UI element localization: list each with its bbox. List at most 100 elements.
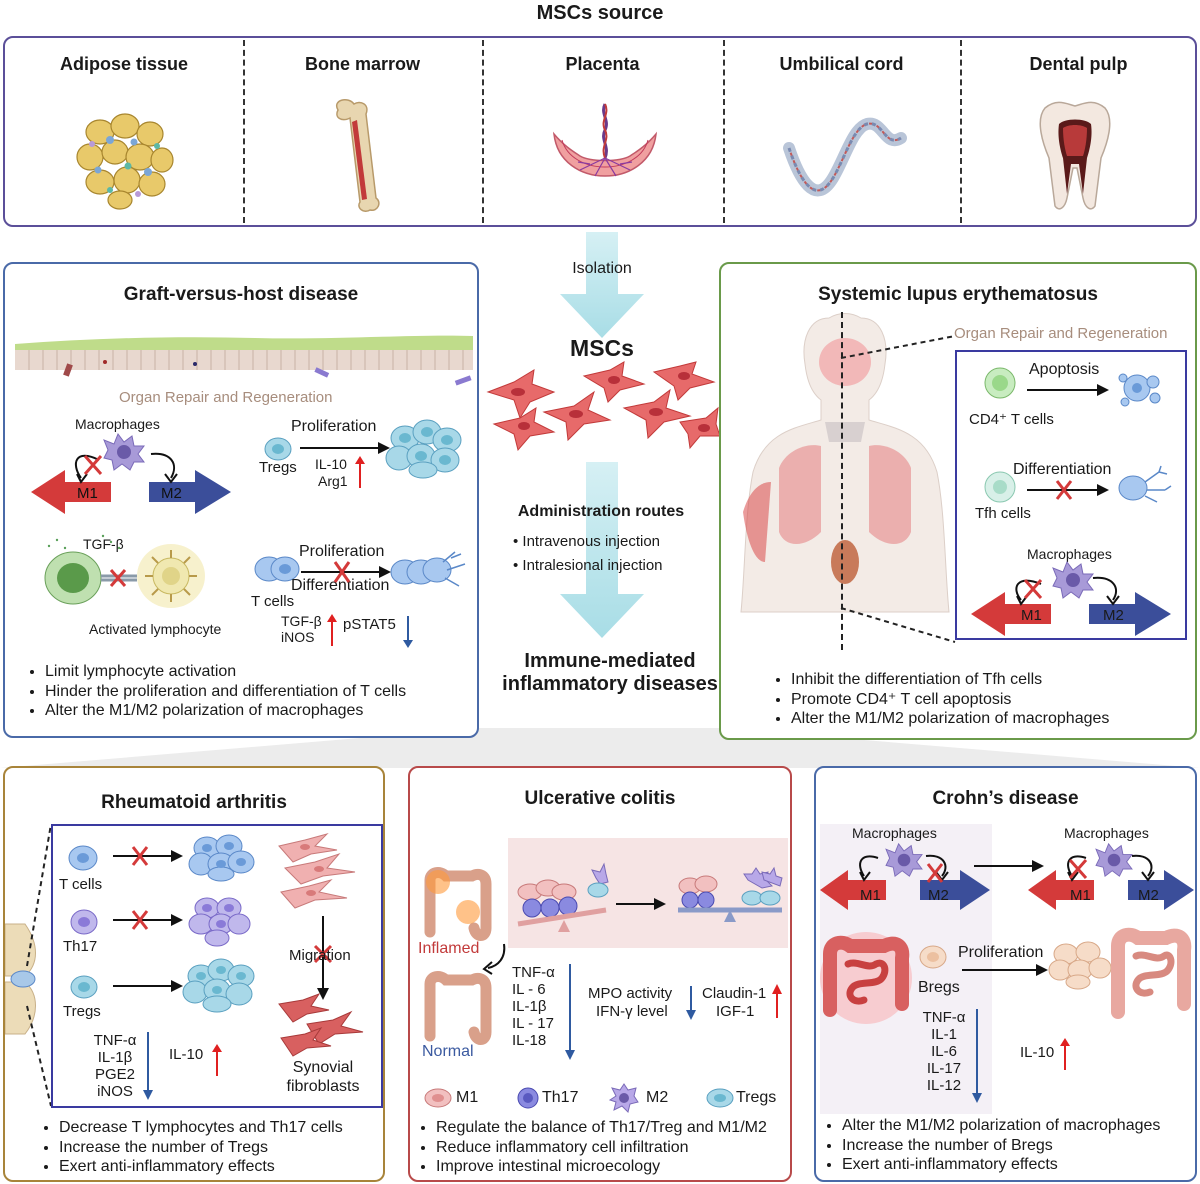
fibroblast-label-line: fibroblasts <box>286 1078 360 1095</box>
cytokine-label: IL-17 <box>926 1060 962 1077</box>
sle-inhibited-arrow <box>1027 480 1109 500</box>
gvhd-proliferation2-label: Proliferation <box>299 543 385 560</box>
cytokine-label: TNF-α <box>512 964 555 981</box>
cd-transition-arrow <box>974 860 1044 872</box>
th17-cluster-icon <box>188 897 251 947</box>
funnel-shading <box>0 728 1200 768</box>
treg-cell-icon <box>70 975 98 999</box>
gvhd-arg1-label: Arg1 <box>318 473 348 489</box>
cd-m1-m2-arrows-after <box>1028 854 1194 910</box>
sle-apoptosis-arrow <box>1027 384 1109 396</box>
gvhd-macrophages-label: Macrophages <box>75 416 160 432</box>
gvhd-panel: Graft-versus-host disease Organ Repair a… <box>3 262 479 738</box>
list-item: Alter the M1/M2 polarization of macropha… <box>45 701 477 721</box>
sle-tfh-label: Tfh cells <box>975 505 1031 522</box>
cytokine-label: IL - 6 <box>512 981 546 998</box>
cytokine-label: IL-1β <box>97 1049 133 1066</box>
divider <box>482 40 484 223</box>
cytokine-label: IL - 17 <box>512 1015 554 1032</box>
uc-mpo-label: MPO activity <box>588 985 673 1002</box>
cytokine-label: IL-1 <box>931 1026 957 1043</box>
umbilical-cord-icon <box>783 117 907 197</box>
uc-panel: Ulcerative colitis Inflamed Normal TNF-α… <box>408 766 792 1182</box>
breg-cluster-icon <box>1048 941 1112 990</box>
cytokine-label: PGE2 <box>94 1066 136 1083</box>
gvhd-m2-label: M2 <box>161 485 182 502</box>
cd-m1a-label: M1 <box>860 887 881 904</box>
cd-summary-list: Alter the M1/M2 polarization of macropha… <box>820 1116 1195 1175</box>
up-arrow-icon <box>1060 1038 1070 1070</box>
gvhd-m1-m2-arrows <box>31 452 231 514</box>
sources-heading: MSCs source <box>536 2 664 24</box>
isolation-arrow <box>560 232 644 338</box>
treg-cell-icon <box>264 437 292 461</box>
list-item: Limit lymphocyte activation <box>45 662 477 682</box>
normal-intestine-icon <box>1111 927 1192 1019</box>
gvhd-proliferation-arrow <box>300 442 390 454</box>
cd-m2b-label: M2 <box>1138 887 1159 904</box>
cytokine-label: IL-12 <box>926 1077 962 1094</box>
down-arrow-icon <box>686 986 696 1020</box>
up-arrow-icon <box>212 1044 222 1076</box>
ra-th17-label: Th17 <box>63 938 98 955</box>
cd-macrophages2-label: Macrophages <box>1064 825 1149 841</box>
ra-proliferation-arrow <box>113 980 183 992</box>
list-item: Alter the M1/M2 polarization of macropha… <box>791 709 1195 729</box>
dental-pulp-icon <box>1039 101 1111 210</box>
cd-macrophages1-label: Macrophages <box>852 825 937 841</box>
list-item: Promote CD4⁺ T cell apoptosis <box>791 690 1195 710</box>
ra-inhibited-arrow <box>113 846 183 866</box>
intestinal-epithelium-illustration <box>15 335 473 386</box>
gvhd-il10-label: IL-10 <box>315 456 347 472</box>
sle-macrophages-label: Macrophages <box>1027 546 1112 562</box>
cytokine-label: IL-6 <box>931 1043 957 1060</box>
uc-claudin-label: Claudin-1 <box>702 985 767 1002</box>
differentiated-t-cells-icon <box>390 551 466 587</box>
macrophage-icon <box>1052 560 1094 599</box>
cd-cytokines-down: TNF-α IL-1 IL-6 IL-17 IL-12 <box>920 1009 968 1094</box>
sources-panel: Adipose tissue Bone marrow Placenta Umbi… <box>3 36 1197 227</box>
source-label-umbilical-cord: Umbilical cord <box>779 54 904 74</box>
fibroblast-label-line: Synovial <box>292 1059 354 1076</box>
cytokine-label: IL-18 <box>512 1032 547 1049</box>
ra-tregs-label: Tregs <box>63 1003 101 1020</box>
gvhd-title: Graft-versus-host disease <box>123 284 359 305</box>
cd-proliferation-label: Proliferation <box>958 944 1044 961</box>
sle-summary-list: Inhibit the differentiation of Tfh cells… <box>769 670 1195 729</box>
cd-m1-m2-arrows-before <box>820 854 990 910</box>
gvhd-inos-label: iNOS <box>281 629 315 645</box>
gvhd-inhibited-arrow <box>301 561 391 583</box>
inflamed-colon-icon <box>424 867 492 941</box>
ra-zoom-lines <box>26 823 52 1107</box>
synovial-fibroblasts-icon <box>278 992 364 1057</box>
activated-lymphocyte-illustration <box>44 534 205 608</box>
list-item: Hinder the proliferation and differentia… <box>45 682 477 702</box>
ra-cytokines-down: TNF-α IL-1β PGE2 iNOS <box>89 1032 141 1100</box>
macrophage-icon <box>103 432 145 471</box>
gvhd-tgfb2-label: TGF-β <box>281 613 322 629</box>
source-label-placenta: Placenta <box>565 54 640 74</box>
gvhd-organ-repair-label: Organ Repair and Regeneration <box>119 389 333 406</box>
list-item: Exert anti-inflammatory effects <box>59 1157 383 1177</box>
diseases-title: Immune-mediated inflammatory diseases <box>502 650 718 695</box>
differentiated-tfh-icon <box>1118 465 1172 503</box>
cytokine-label: TNF-α <box>93 1032 137 1049</box>
ra-title: Rheumatoid arthritis <box>101 792 287 813</box>
apoptotic-cell-icon <box>1118 373 1161 407</box>
sle-title: Systemic lupus erythematosus <box>818 284 1098 305</box>
cd-m2a-label: M2 <box>928 887 949 904</box>
sle-differentiation-label: Differentiation <box>1013 461 1112 478</box>
gvhd-differentiation-label: Differentiation <box>291 577 390 594</box>
cd-title: Crohn’s disease <box>932 788 1079 809</box>
legend-th17-icon <box>517 1087 539 1109</box>
cd4-t-cell-icon <box>984 367 1016 399</box>
gvhd-tcells-label: T cells <box>251 593 295 610</box>
list-item: Reduce inflammatory cell infiltration <box>436 1138 790 1158</box>
t-cell-icon <box>68 845 98 871</box>
activated-lymphocyte-label: Activated lymphocyte <box>89 621 222 637</box>
route-intravenous: • Intravenous injection <box>513 533 661 550</box>
divider <box>723 40 725 223</box>
route-intralesional: • Intralesional injection <box>513 557 663 574</box>
tfh-cell-icon <box>984 471 1016 503</box>
gvhd-summary-list: Limit lymphocyte activation Hinder the p… <box>23 662 477 721</box>
